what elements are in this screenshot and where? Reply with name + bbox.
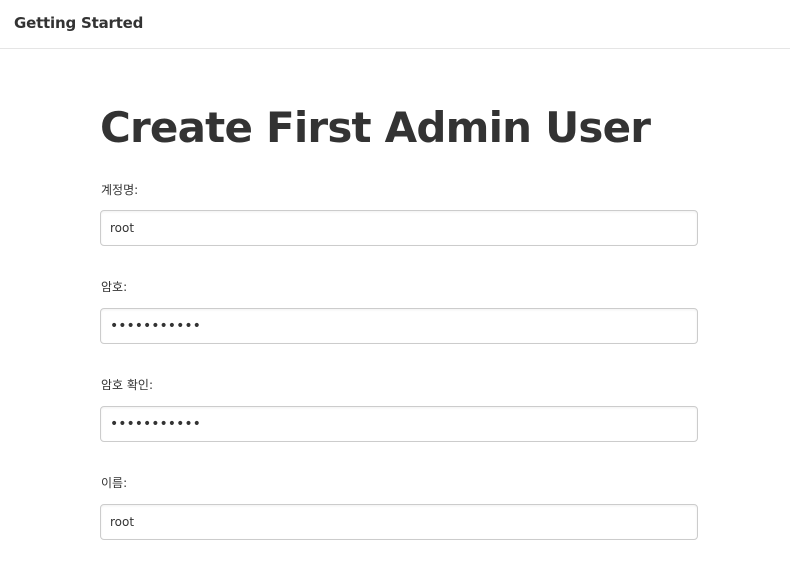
full-name-input[interactable] xyxy=(100,504,698,540)
top-bar: Getting Started xyxy=(0,0,790,49)
confirm-password-label: 암호 확인: xyxy=(101,378,154,392)
confirm-password-input[interactable] xyxy=(100,406,698,442)
page-title: Create First Admin User xyxy=(100,103,651,152)
password-input[interactable] xyxy=(100,308,698,344)
username-input[interactable] xyxy=(100,210,698,246)
full-name-label: 이름: xyxy=(101,476,128,490)
password-label: 암호: xyxy=(101,280,128,294)
header-title: Getting Started xyxy=(14,14,144,32)
username-label: 계정명: xyxy=(101,183,139,197)
